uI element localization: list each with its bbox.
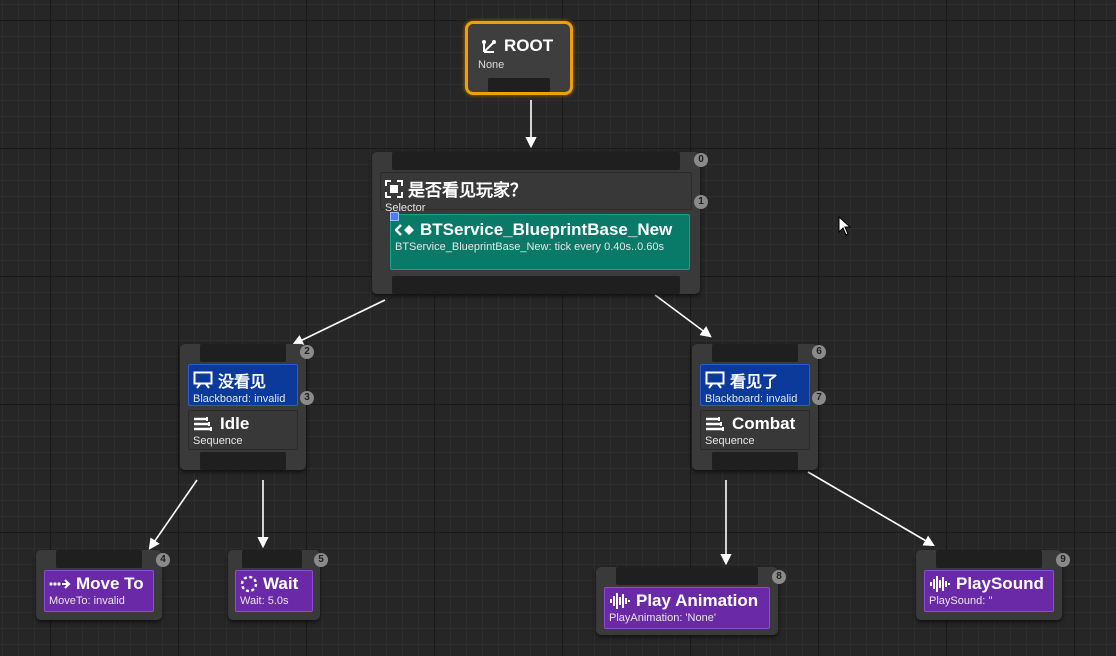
combat-sequence-node[interactable]: 看见了 Blackboard: invalid Combat Sequence …: [692, 344, 826, 470]
combat-sequence-block[interactable]: Combat Sequence: [700, 410, 810, 450]
execution-index-badge: 6: [812, 345, 826, 359]
selector-subtitle: Selector: [385, 202, 426, 214]
play-animation-input-pin[interactable]: [616, 567, 758, 585]
play-animation-subtitle: PlayAnimation: 'None': [609, 612, 716, 624]
root-node[interactable]: ROOT None: [465, 21, 573, 95]
audio-wave-icon: [929, 575, 951, 593]
wait-title: Wait: [263, 574, 299, 593]
mouse-cursor-icon: [838, 215, 852, 241]
idle-decorator-subtitle: Blackboard: invalid: [193, 393, 286, 405]
audio-wave-icon: [609, 592, 631, 610]
selector-output-pin[interactable]: [392, 276, 680, 294]
root-title-text: ROOT: [504, 36, 554, 55]
execution-index-badge: 9: [1056, 553, 1070, 567]
move-to-task-block[interactable]: Move To MoveTo: invalid: [44, 570, 154, 612]
execution-index-badge: 3: [300, 391, 314, 405]
service-marker-icon: [390, 212, 399, 221]
combat-sequence-title: Combat: [732, 414, 796, 433]
idle-sequence-title: Idle: [220, 414, 250, 433]
combat-decorator-title: 看见了: [730, 374, 779, 391]
sequence-icon: [193, 416, 215, 432]
blackboard-icon: [193, 371, 213, 389]
execution-index-badge: 4: [156, 553, 170, 567]
execution-index-badge: 7: [812, 391, 826, 405]
execution-index-badge: 1: [694, 195, 708, 209]
idle-input-pin[interactable]: [200, 344, 286, 362]
wire-selector-to-idle: [291, 299, 386, 346]
service-block[interactable]: BTService_BlueprintBase_New BTService_Bl…: [390, 214, 690, 270]
move-to-input-pin[interactable]: [56, 550, 142, 568]
wait-task-node[interactable]: Wait Wait: 5.0s 5: [228, 550, 328, 620]
combat-input-pin[interactable]: [712, 344, 798, 362]
move-to-icon: [49, 578, 71, 590]
play-animation-title: Play Animation: [636, 591, 759, 610]
root-title: ROOT: [481, 36, 553, 56]
play-sound-input-pin[interactable]: [936, 550, 1042, 568]
service-icon: [395, 223, 415, 237]
wire-combat-to-playsound: [807, 471, 935, 547]
selector-header[interactable]: 是否看见玩家？ Selector: [380, 172, 692, 214]
service-subtitle: BTService_BlueprintBase_New: tick every …: [395, 241, 665, 253]
execution-index-badge: 0: [694, 153, 708, 167]
root-output-pin[interactable]: [488, 78, 550, 92]
play-sound-task-block[interactable]: PlaySound PlaySound: '': [924, 570, 1054, 612]
combat-output-pin[interactable]: [712, 452, 798, 470]
execution-index-badge: 8: [772, 570, 786, 584]
selector-input-pin[interactable]: [392, 152, 680, 170]
play-sound-task-node[interactable]: PlaySound PlaySound: '' 9: [916, 550, 1070, 620]
wait-subtitle: Wait: 5.0s: [240, 595, 289, 607]
move-to-task-node[interactable]: Move To MoveTo: invalid 4: [36, 550, 170, 620]
wait-icon: [240, 575, 258, 593]
idle-sequence-node[interactable]: 没看见 Blackboard: invalid Idle Sequence 2 …: [180, 344, 314, 470]
wait-task-block[interactable]: Wait Wait: 5.0s: [235, 570, 313, 612]
root-subtitle: None: [478, 59, 505, 71]
selector-title: 是否看见玩家？: [408, 181, 527, 200]
execution-index-badge: 2: [300, 345, 314, 359]
idle-output-pin[interactable]: [200, 452, 286, 470]
combat-decorator-block[interactable]: 看见了 Blackboard: invalid: [700, 364, 810, 406]
blackboard-icon: [705, 371, 725, 389]
move-to-title: Move To: [76, 574, 144, 593]
idle-decorator-title: 没看见: [218, 374, 267, 391]
wire-selector-to-combat: [654, 294, 712, 338]
wire-idle-to-moveto: [148, 479, 198, 550]
move-to-subtitle: MoveTo: invalid: [49, 595, 125, 607]
sequence-icon: [705, 416, 727, 432]
play-animation-task-node[interactable]: Play Animation PlayAnimation: 'None' 8: [596, 567, 786, 635]
idle-decorator-block[interactable]: 没看见 Blackboard: invalid: [188, 364, 298, 406]
wait-input-pin[interactable]: [242, 550, 302, 568]
combat-sequence-subtitle: Sequence: [705, 435, 755, 447]
play-sound-subtitle: PlaySound: '': [929, 595, 993, 607]
play-sound-title: PlaySound: [956, 574, 1044, 593]
execution-index-badge: 5: [314, 553, 328, 567]
combat-decorator-subtitle: Blackboard: invalid: [705, 393, 798, 405]
selector-node[interactable]: 是否看见玩家？ Selector BTService_BlueprintBase…: [372, 152, 708, 294]
idle-sequence-subtitle: Sequence: [193, 435, 243, 447]
play-animation-task-block[interactable]: Play Animation PlayAnimation: 'None': [604, 587, 770, 629]
idle-sequence-block[interactable]: Idle Sequence: [188, 410, 298, 450]
selector-icon: [385, 179, 403, 198]
root-branch-icon: [481, 38, 498, 55]
service-title: BTService_BlueprintBase_New: [420, 220, 673, 239]
